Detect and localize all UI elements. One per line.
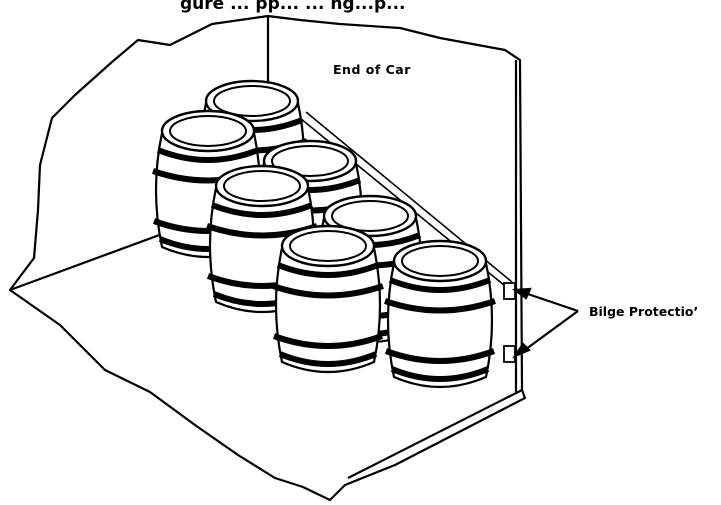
- end-of-car-label: End of Car: [333, 62, 411, 77]
- barrel-front-4: [385, 241, 495, 387]
- bilge-leaders: [515, 289, 578, 356]
- figure-title-fragment: gure ... pp... ... ng...p...: [180, 0, 406, 14]
- barrel-front-3: [273, 226, 383, 372]
- leader-line-upper: [522, 292, 578, 311]
- bilge-blocks: [504, 283, 515, 362]
- leader-line-lower: [522, 311, 578, 352]
- bilge-protection-label: Bilge Protectio’: [589, 304, 698, 319]
- arrowhead-upper: [515, 289, 530, 298]
- bilge-block-upper: [504, 283, 515, 299]
- bilge-block-lower: [504, 346, 515, 362]
